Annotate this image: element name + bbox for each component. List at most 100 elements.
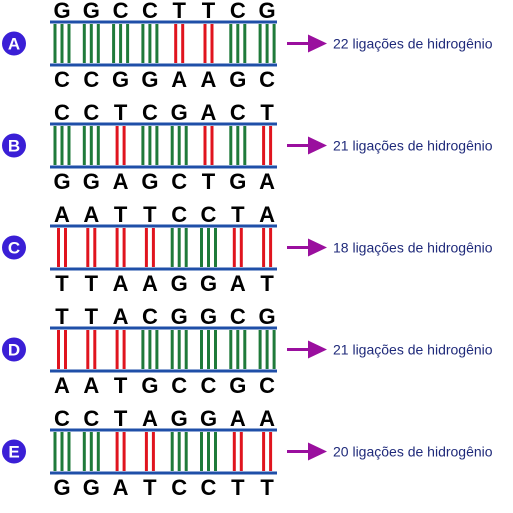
bottom-base: G: [53, 169, 70, 194]
top-base: A: [54, 202, 70, 227]
top-base: T: [114, 406, 128, 431]
option-letter: D: [8, 341, 20, 360]
option-letter: A: [8, 35, 20, 54]
bottom-base: C: [201, 373, 217, 398]
arrow-icon: [287, 442, 327, 461]
hydrogen-bonds: [57, 330, 276, 369]
top-base: T: [85, 304, 99, 329]
top-base: C: [113, 0, 129, 23]
option-letter: B: [8, 137, 20, 156]
option-letter: E: [8, 443, 19, 462]
bottom-base: A: [113, 169, 129, 194]
bottom-base: A: [113, 271, 129, 296]
bond-count-label: 20 ligações de hidrogênio: [333, 444, 493, 460]
bottom-base: C: [171, 475, 187, 500]
bottom-base: G: [53, 475, 70, 500]
top-base: C: [83, 406, 99, 431]
top-base: T: [114, 202, 128, 227]
arrow-icon: [287, 238, 327, 257]
bottom-base: C: [259, 67, 275, 92]
bottom-base: G: [83, 169, 100, 194]
bottom-base: T: [85, 271, 99, 296]
bottom-base: T: [231, 475, 245, 500]
top-base: G: [200, 406, 217, 431]
top-base: T: [172, 0, 186, 23]
top-base: C: [230, 304, 246, 329]
top-base: T: [143, 202, 157, 227]
top-base: C: [83, 100, 99, 125]
bond-count-label: 18 ligações de hidrogênio: [333, 240, 493, 256]
arrow-icon: [287, 34, 327, 53]
bottom-base: C: [171, 373, 187, 398]
top-base: C: [54, 100, 70, 125]
top-base: C: [142, 0, 158, 23]
top-base: T: [55, 304, 69, 329]
bottom-base: A: [142, 271, 158, 296]
top-base: G: [171, 406, 188, 431]
bottom-base: A: [259, 169, 275, 194]
bottom-base: A: [113, 475, 129, 500]
bottom-base: C: [54, 67, 70, 92]
top-base: G: [259, 0, 276, 23]
top-base: G: [171, 100, 188, 125]
bottom-base: T: [202, 169, 216, 194]
bottom-base: G: [141, 67, 158, 92]
bottom-base: C: [83, 67, 99, 92]
top-base: A: [142, 406, 158, 431]
bond-count-label: 21 ligações de hidrogênio: [333, 138, 493, 154]
top-base: C: [230, 0, 246, 23]
bottom-base: T: [143, 475, 157, 500]
bottom-base: A: [83, 373, 99, 398]
top-base: G: [259, 304, 276, 329]
option-letter: C: [8, 239, 20, 258]
bond-count-label: 22 ligações de hidrogênio: [333, 36, 493, 52]
bottom-base: G: [83, 475, 100, 500]
bottom-base: C: [259, 373, 275, 398]
bottom-base: C: [201, 475, 217, 500]
bottom-base: G: [141, 373, 158, 398]
bottom-base: G: [229, 169, 246, 194]
option-badge: [2, 439, 26, 464]
top-base: T: [260, 100, 274, 125]
top-base: C: [230, 100, 246, 125]
hydrogen-bonds: [53, 24, 276, 63]
option-badge: [2, 337, 26, 362]
top-base: G: [171, 304, 188, 329]
bottom-base: C: [171, 169, 187, 194]
hydrogen-bonds: [53, 432, 273, 471]
option-badge: [2, 31, 26, 56]
top-base: T: [231, 202, 245, 227]
bottom-base: G: [229, 373, 246, 398]
bottom-base: T: [260, 271, 274, 296]
bottom-base: G: [200, 271, 217, 296]
bottom-base: T: [55, 271, 69, 296]
bottom-base: A: [230, 271, 246, 296]
top-base: A: [201, 100, 217, 125]
top-base: A: [259, 202, 275, 227]
bottom-base: G: [141, 169, 158, 194]
top-base: G: [83, 0, 100, 23]
top-base: A: [259, 406, 275, 431]
top-base: A: [230, 406, 246, 431]
bottom-base: G: [112, 67, 129, 92]
top-base: A: [113, 304, 129, 329]
top-base: A: [83, 202, 99, 227]
bond-count-label: 21 ligações de hidrogênio: [333, 342, 493, 358]
hydrogen-bonds: [53, 126, 273, 165]
top-base: C: [201, 202, 217, 227]
bottom-base: A: [201, 67, 217, 92]
